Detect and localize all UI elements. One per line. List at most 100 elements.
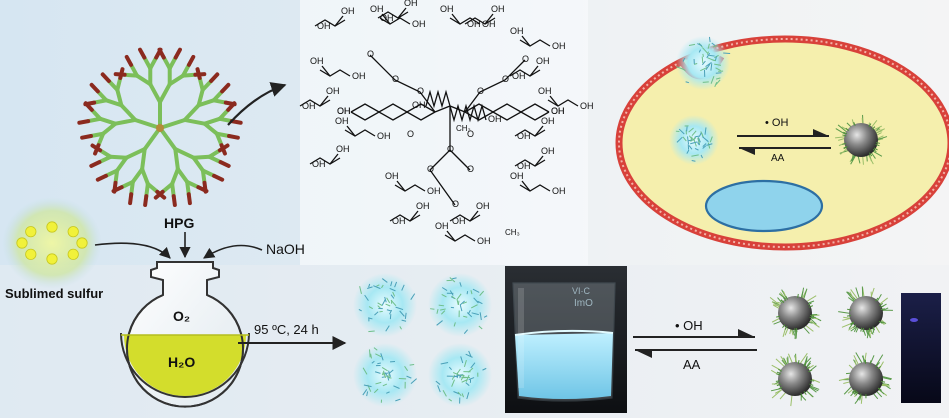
chemical-structure	[299, 7, 579, 242]
structure-atom-label: OH	[337, 106, 351, 116]
structure-atom-label: OH	[580, 101, 594, 111]
structure-atom-label: OH	[476, 201, 490, 211]
structure-atom-label: OH	[491, 4, 505, 14]
cell-particles	[669, 36, 888, 165]
o2-label: O₂	[173, 308, 191, 324]
structure-atom-label: OH	[337, 106, 351, 116]
structure-atom-label: O	[467, 129, 475, 139]
structure-atom-label: OH	[551, 106, 565, 116]
structure-atom-label: OH	[517, 161, 531, 171]
structure-atom-label: O	[467, 164, 475, 174]
structure-atom-label: OH	[380, 13, 394, 23]
nanodot	[353, 343, 417, 407]
cell	[615, 35, 949, 251]
structure-atom-label: O	[447, 144, 455, 154]
naoh-label: NaOH	[266, 241, 305, 257]
structure-atom-label: OH	[538, 86, 552, 96]
structure-atom-label: OH	[427, 186, 441, 196]
nanodot	[353, 273, 417, 337]
structure-atom-label: OH	[510, 26, 524, 36]
sphere-grid	[769, 286, 893, 407]
reaction-flask	[120, 261, 250, 408]
structure-atom-label: OH	[412, 19, 426, 29]
structure-atom-label: OH	[326, 86, 340, 96]
sulfur-label: Sublimed sulfur	[5, 286, 104, 301]
sulfur-sphere	[838, 286, 893, 339]
structure-atom-label: CH₃	[456, 124, 471, 133]
reversible-arrows-bottom	[633, 329, 757, 358]
structure-atom-label: OH	[467, 19, 481, 29]
structure-atom-label: OH	[335, 116, 349, 126]
beaker-text-1: VI·C	[572, 286, 590, 296]
nanodot	[428, 343, 492, 407]
structure-atom-label: OH	[512, 71, 526, 81]
structure-atom-label: OH	[541, 116, 555, 126]
structure-atom-label: OH	[385, 171, 399, 181]
arrow-sulfur	[94, 242, 171, 259]
structure-atom-label: OH	[552, 41, 566, 51]
structure-atom-label: O	[452, 199, 460, 209]
structure-atom-label: OH	[541, 146, 555, 156]
structure-atom-label: O	[367, 49, 375, 59]
structure-atom-label: O	[417, 86, 425, 96]
structure-atom-label: O	[522, 54, 530, 64]
structure-atom-label: O	[502, 74, 510, 84]
nanodot	[428, 273, 492, 337]
structure-atom-label: OH	[517, 131, 531, 141]
structure-atom-label: O	[407, 129, 415, 139]
condition-label: 95 ºC, 24 h	[254, 322, 319, 337]
structure-atom-label: OH	[377, 131, 391, 141]
sulfur-sphere	[838, 352, 892, 404]
structure-atom-label: OH	[488, 114, 502, 124]
cell-membrane	[615, 35, 949, 251]
sulfur-ring	[16, 221, 88, 265]
sulfur-sphere	[835, 114, 888, 165]
structure-atom-label: OH	[312, 159, 326, 169]
arrow-naoh	[203, 244, 263, 259]
structure-atom-label: OH	[510, 171, 524, 181]
aa-label-cell: AA	[771, 153, 785, 164]
h2o-label: H₂O	[168, 354, 196, 370]
structure-atom-label: OH	[392, 216, 406, 226]
structure-atom-label: OH	[482, 19, 496, 29]
structure-atom-label: OH	[404, 0, 418, 8]
uv-vial	[901, 293, 941, 403]
oh-label-bottom: • OH	[675, 318, 703, 333]
oh-label-cell: • OH	[765, 117, 789, 129]
structure-atom-label: OH	[536, 56, 550, 66]
hpg-label: HPG	[164, 215, 195, 231]
nanodot-grid	[353, 273, 492, 407]
structure-atom-label: OH	[416, 201, 430, 211]
beaker-text-2: ImO	[574, 298, 593, 309]
structure-atom-label: OH	[317, 21, 331, 31]
structure-atom-label: OH	[551, 106, 565, 116]
aa-label-bottom: AA	[683, 357, 701, 372]
reversible-arrows-cell	[737, 129, 831, 155]
structure-atom-label: OH	[302, 101, 316, 111]
structure-atom-label: O	[477, 86, 485, 96]
structure-atom-label: OH	[552, 186, 566, 196]
structure-atom-label: OH	[310, 56, 324, 66]
sulfur-sphere	[770, 353, 821, 407]
nucleus	[704, 179, 824, 233]
arrow-to-structure	[227, 82, 287, 126]
structure-atom-label: OH	[440, 4, 454, 14]
structure-atom-label: OH	[477, 236, 491, 246]
structure-atom-label: OH	[412, 100, 426, 110]
flask-solution	[124, 335, 246, 396]
structure-atom-label: OH	[370, 4, 384, 14]
nanodot	[669, 115, 719, 165]
structure-atom-label: O	[392, 74, 400, 84]
sulfur-halo	[2, 197, 102, 289]
structure-atom-label: OH	[452, 216, 466, 226]
structure-atom-label: OH	[352, 71, 366, 81]
structure-atom-label: OH	[336, 144, 350, 154]
structure-atom-label: CH₃	[505, 228, 520, 237]
sulfur-sphere	[769, 287, 822, 340]
structure-atom-label: O	[427, 164, 435, 174]
beaker-photo	[505, 266, 627, 413]
nanodot	[675, 36, 731, 90]
structure-atom-label: OH	[435, 221, 449, 231]
